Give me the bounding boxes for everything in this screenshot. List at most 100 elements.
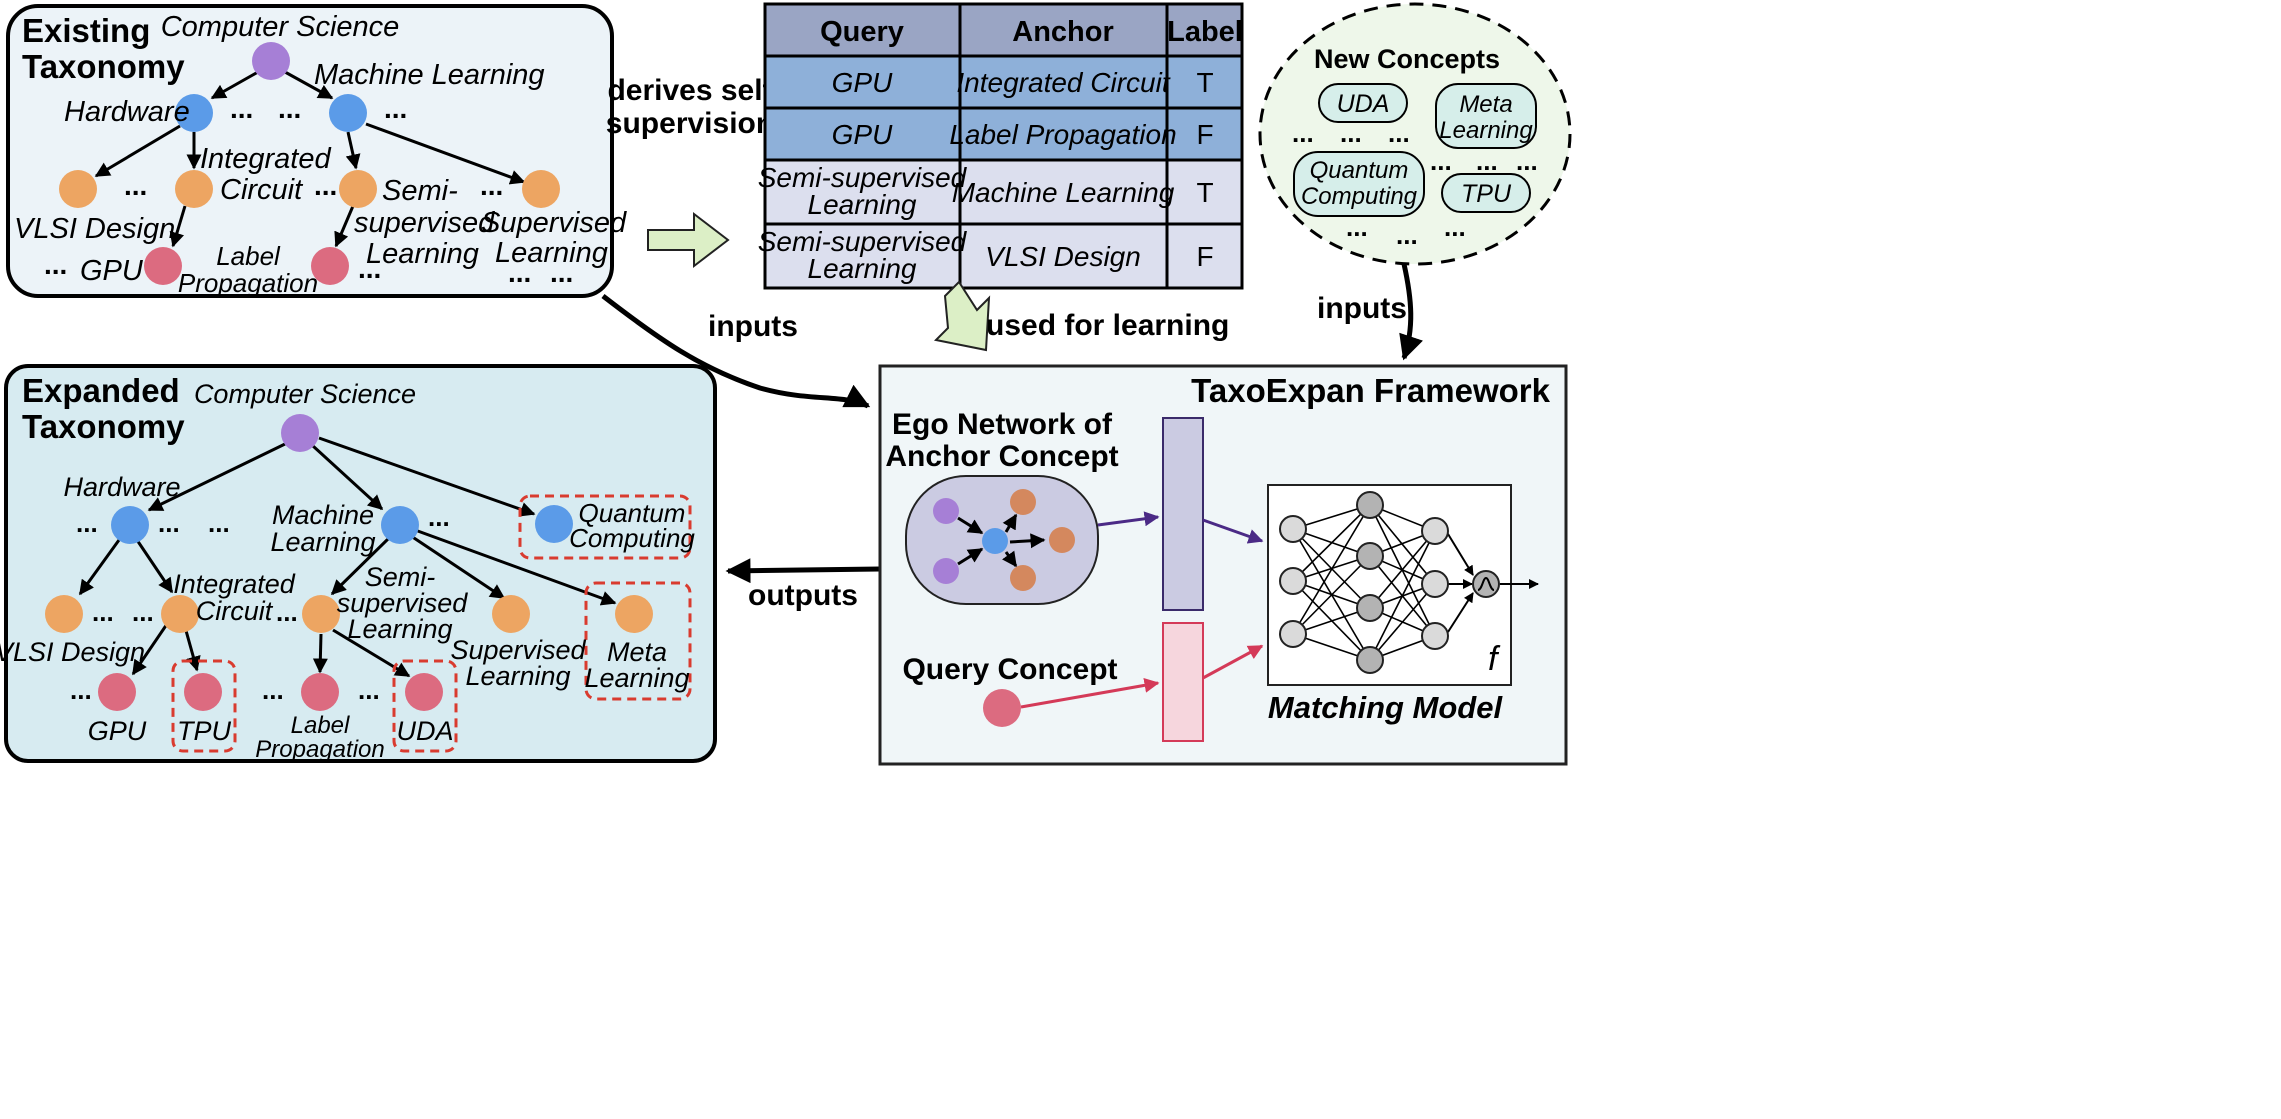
table-row-1-anchor: Integrated Circuit — [956, 67, 1170, 98]
ego-node-child-2 — [1049, 527, 1075, 553]
inputs-right-arrow — [1399, 263, 1423, 361]
expanded-node-gpu — [98, 673, 136, 711]
expanded-node-semi-supervised — [302, 595, 340, 633]
svg-text:...: ... — [480, 170, 503, 201]
expanded-label-lp-2: Propagation — [255, 736, 384, 763]
table-row-3-query-2: Learning — [808, 189, 917, 220]
table-row-4-query-1: Semi-supervised — [758, 226, 968, 257]
existing-label-sup-1: Supervised — [481, 207, 627, 239]
matching-model-neurons — [1279, 491, 1500, 674]
expanded-ellipses: ... ... ... ... ... ... ... ... ... ... — [70, 502, 450, 705]
existing-node-hardware — [175, 94, 213, 132]
table-row-3-query-1: Semi-supervised — [758, 162, 968, 193]
derives-self-supervision: derives self supervision — [606, 74, 774, 269]
taxoexpan-framework-panel: TaxoExpan Framework Ego Network of Ancho… — [878, 364, 1568, 766]
svg-text:...: ... — [124, 170, 147, 201]
expanded-title-2: Taxonomy — [22, 408, 185, 445]
expanded-node-meta-learning — [615, 595, 653, 633]
inputs-right: inputs — [1317, 263, 1423, 361]
table-row-4-query-2: Learning — [808, 253, 917, 284]
svg-text:...: ... — [1444, 212, 1466, 242]
existing-label-ic-2: Circuit — [220, 174, 304, 206]
svg-text:...: ... — [428, 502, 450, 532]
svg-text:...: ... — [278, 93, 301, 124]
svg-text:...: ... — [70, 675, 92, 705]
table-header-bg — [765, 4, 1242, 56]
table-header-label: Label — [1167, 16, 1243, 48]
outputs-label: outputs — [748, 579, 858, 612]
ego-node-child-1 — [1010, 489, 1036, 515]
existing-label-hardware: Hardware — [64, 96, 190, 128]
expanded-label-meta-1: Meta — [607, 637, 667, 667]
ego-embedding-to-model-arrow — [1202, 518, 1264, 544]
matching-model-output-edges — [1447, 533, 1539, 633]
query-embedding-to-model-arrow — [1202, 644, 1264, 680]
used-arrow — [933, 280, 991, 352]
highlight-uda — [392, 659, 458, 753]
existing-node-gpu — [144, 247, 182, 285]
expanded-label-ml-1: Machine — [272, 500, 374, 530]
inputs-left-arrow — [601, 294, 871, 409]
svg-text:...: ... — [158, 508, 180, 538]
existing-node-machine-learning — [329, 94, 367, 132]
framework-ego-label-2: Anchor Concept — [885, 440, 1118, 473]
sigmoid-icon — [1477, 576, 1495, 591]
svg-text:...: ... — [262, 675, 284, 705]
expanded-label-qc-2: Computing — [569, 523, 695, 553]
svg-text:...: ... — [314, 170, 337, 201]
ego-to-embedding-arrow — [1097, 511, 1160, 527]
table-header-query: Query — [820, 16, 904, 48]
new-concepts-title: New Concepts — [1314, 44, 1500, 74]
existing-node-integrated-circuit — [175, 170, 213, 208]
table-row-2-query: GPU — [832, 119, 893, 150]
table-row-3-anchor: Machine Learning — [952, 177, 1175, 208]
matching-model-label: Matching Model — [1268, 690, 1504, 725]
query-embedding-bar — [1162, 622, 1204, 742]
expanded-node-integrated-circuit — [161, 595, 199, 633]
matching-model: f Matching Model — [1267, 484, 1539, 725]
expanded-node-uda — [405, 673, 443, 711]
existing-label-ml: Machine Learning — [314, 59, 545, 91]
svg-text:...: ... — [358, 253, 381, 284]
used-label: used for learning — [986, 309, 1229, 342]
svg-text:...: ... — [1396, 220, 1418, 250]
expanded-label-meta-2: Learning — [584, 663, 689, 693]
table-grid — [763, 2, 1244, 290]
existing-taxonomy-panel: Existing Taxonomy Computer Science Hardw… — [6, 4, 627, 298]
table-row-3-label: T — [1196, 177, 1213, 208]
ego-node-child-3 — [1010, 565, 1036, 591]
table-row-4-label: F — [1196, 241, 1213, 272]
new-concepts-ellipses: ... ... ... ... ... ... ... ... ... — [1292, 118, 1538, 250]
svg-text:...: ... — [132, 597, 154, 627]
expanded-new-node-highlights — [171, 494, 692, 753]
svg-text:...: ... — [1346, 212, 1368, 242]
expanded-node-vlsi-design — [45, 595, 83, 633]
ego-node-parent-1 — [933, 498, 959, 524]
existing-label-vlsi: VLSI Design — [14, 213, 175, 245]
expanded-label-gpu: GPU — [88, 716, 147, 746]
existing-node-label-propagation — [311, 247, 349, 285]
svg-text:...: ... — [230, 93, 253, 124]
ego-node-anchor — [982, 528, 1008, 554]
inputs-left-label: inputs — [708, 310, 798, 343]
existing-label-lp-2: Propagation — [178, 268, 318, 298]
existing-edges — [94, 70, 526, 248]
outputs-arrow — [725, 558, 881, 584]
pill-meta-label-1: Meta — [1459, 91, 1512, 118]
expanded-label-ic-2: Circuit — [196, 596, 274, 626]
table-row-1-query: GPU — [832, 67, 893, 98]
expanded-label-sup-1: Supervised — [450, 635, 586, 665]
svg-text:...: ... — [1476, 146, 1498, 176]
framework-title: TaxoExpan Framework — [1191, 372, 1550, 409]
existing-node-vlsi-design — [59, 170, 97, 208]
pill-tpu-label: TPU — [1461, 180, 1512, 208]
derives-label-2: supervision — [606, 107, 774, 140]
pill-uda — [1318, 83, 1408, 123]
ego-node-parent-2 — [933, 558, 959, 584]
pill-tpu — [1441, 173, 1531, 213]
svg-text:...: ... — [508, 257, 531, 288]
existing-label-semi-3: Learning — [366, 238, 479, 270]
framework-query-label: Query Concept — [902, 653, 1117, 686]
svg-text:...: ... — [1340, 118, 1362, 148]
